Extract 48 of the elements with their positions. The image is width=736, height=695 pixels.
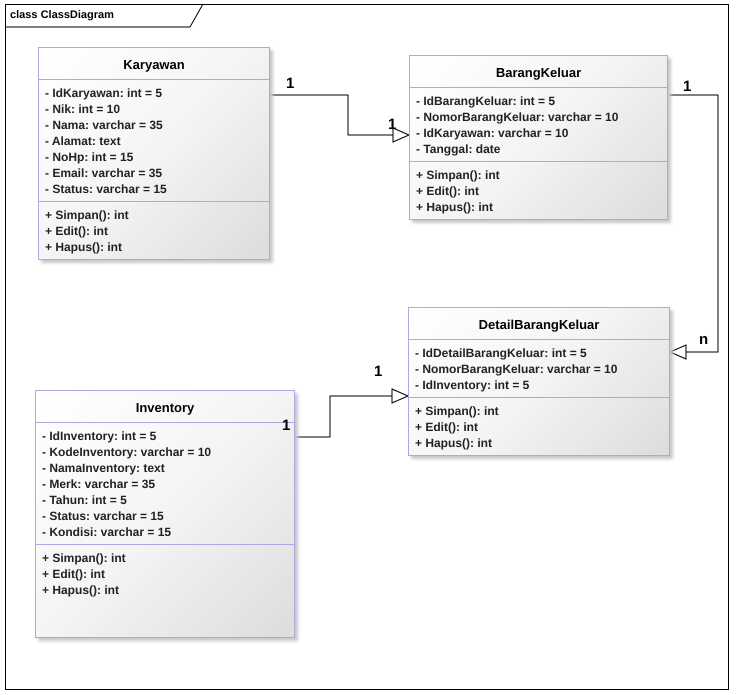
method-text: + Hapus(): int (41, 582, 120, 598)
attribute-text: - NamaInventory: text (41, 460, 166, 476)
attribute-text: - Alamat: text (44, 133, 122, 149)
attribute-text: - Kondisi: varchar = 15 (41, 524, 172, 540)
method-text: + Hapus(): int (44, 239, 123, 255)
attribute-text: - NomorBarangKeluar: varchar = 10 (415, 109, 620, 125)
method-text: + Simpan(): int (415, 167, 501, 183)
class-name: DetailBarangKeluar (409, 308, 669, 340)
attribute-text: - Tahun: int = 5 (41, 492, 128, 508)
method-text: + Simpan(): int (41, 550, 127, 566)
method-text: + Edit(): int (414, 419, 479, 435)
attribute-text: - Status: varchar = 15 (41, 508, 165, 524)
multiplicity-label: 1 (374, 363, 382, 380)
generalization-arrow (294, 388, 408, 438)
class-box (38, 47, 270, 260)
method-text: + Hapus(): int (414, 435, 493, 451)
method-text: + Edit(): int (415, 183, 480, 199)
attribute-text: - Email: varchar = 35 (44, 165, 164, 181)
method-text: + Hapus(): int (415, 199, 494, 215)
multiplicity-label: 1 (286, 75, 294, 92)
attribute-text: - IdInventory: int = 5 (414, 377, 530, 393)
generalization-arrow (270, 94, 410, 142)
class-name: Karyawan (39, 48, 269, 80)
class-name: BarangKeluar (410, 56, 667, 88)
method-text: + Edit(): int (44, 223, 109, 239)
attribute-text: - IdBarangKeluar: int = 5 (415, 93, 556, 109)
attribute-text: - IdKaryawan: int = 5 (44, 85, 164, 101)
multiplicity-label: n (699, 331, 708, 348)
generalization-arrow (668, 94, 718, 360)
attribute-text: - Nik: int = 10 (44, 101, 122, 117)
method-text: + Edit(): int (41, 566, 106, 582)
multiplicity-label: 1 (683, 78, 692, 95)
attribute-text: - Merk: varchar = 35 (41, 476, 156, 492)
attribute-text: - IdInventory: int = 5 (41, 428, 158, 444)
class-box (35, 390, 295, 638)
attribute-text: - Status: varchar = 15 (44, 181, 168, 197)
class-box (409, 55, 668, 220)
attribute-text: - IdDetailBarangKeluar: int = 5 (414, 345, 588, 361)
attribute-text: - Nama: varchar = 35 (44, 117, 164, 133)
diagram-title: class ClassDiagram (10, 9, 114, 21)
method-text: + Simpan(): int (44, 207, 130, 223)
class-box (408, 307, 670, 456)
attribute-text: - NoHp: int = 15 (44, 149, 134, 165)
attribute-text: - Tanggal: date (415, 141, 502, 157)
attribute-text: - NomorBarangKeluar: varchar = 10 (414, 361, 618, 377)
attribute-text: - IdKaryawan: varchar = 10 (415, 125, 570, 141)
method-text: + Simpan(): int (414, 403, 500, 419)
attribute-text: - KodeInventory: varchar = 10 (41, 444, 212, 460)
